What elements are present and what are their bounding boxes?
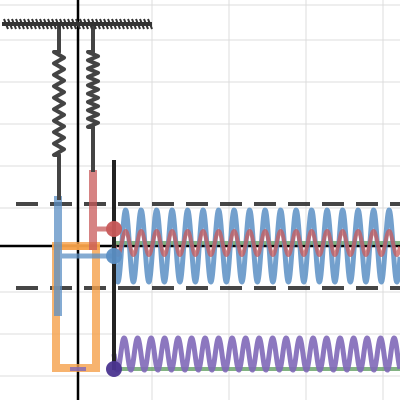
ceiling-hatch-icon xyxy=(23,18,29,30)
ceiling-hatch-icon xyxy=(87,18,93,30)
springs xyxy=(52,24,100,200)
ceiling-hatch-icon xyxy=(103,18,109,30)
ceiling-hatch-icon xyxy=(27,18,33,30)
red-mass-bar xyxy=(89,170,97,250)
ceiling-hatch-icon xyxy=(31,18,37,30)
amplitude-guide-lines xyxy=(16,202,400,290)
orange-container-top xyxy=(52,244,100,250)
ceiling-hatch-icon xyxy=(67,18,73,30)
ceiling-hatch-icon xyxy=(91,18,97,30)
ceiling-hatch-icon xyxy=(39,18,45,30)
ceiling-hatch-icon xyxy=(147,18,153,30)
ceiling-hatch-icon xyxy=(107,18,113,30)
ceiling-hatch-icon xyxy=(71,18,77,30)
ceiling-hatch-icon xyxy=(43,18,49,30)
ceiling-hatch-icon xyxy=(131,18,137,30)
ceiling-hatch-icon xyxy=(99,18,105,30)
ceiling-hatch-icon xyxy=(15,18,21,30)
ceiling-hatch-icon xyxy=(19,18,25,30)
ceiling-hatch-icon xyxy=(83,18,89,30)
ceiling-hatch-icon xyxy=(59,18,65,30)
spring-coil-icon xyxy=(86,24,100,172)
ceiling-hatch-icon xyxy=(135,18,141,30)
point-marker-icon[interactable] xyxy=(106,221,122,237)
ceiling-hatch-icon xyxy=(35,18,41,30)
point-marker-icon[interactable] xyxy=(106,361,122,377)
ceiling-hatch-icon xyxy=(143,18,149,30)
ceiling-hatch-icon xyxy=(111,18,117,30)
ceiling-hatch-icon xyxy=(123,18,129,30)
ceiling-hatch-icon xyxy=(11,18,17,30)
ceiling-hatch-icon xyxy=(95,18,101,30)
ceiling-hatch-icon xyxy=(3,18,9,30)
blue-mass-bar xyxy=(54,196,62,316)
ceiling-hatch-icon xyxy=(79,18,85,30)
ceiling-hatch-icon xyxy=(63,18,69,30)
ceiling-hatch-icon xyxy=(139,18,145,30)
ceiling-hatch-icon xyxy=(127,18,133,30)
draggable-points[interactable] xyxy=(106,221,122,377)
ceiling-hatch-icon xyxy=(75,18,81,30)
blue-displacement-wave xyxy=(111,207,400,285)
ceiling-hatch-icon xyxy=(115,18,121,30)
ceiling-support xyxy=(2,18,153,30)
purple-energy-wave xyxy=(111,335,400,373)
ceiling-hatch-icon xyxy=(51,18,57,30)
ceiling-hatch-icon xyxy=(47,18,53,30)
point-marker-icon[interactable] xyxy=(106,248,122,264)
waveform-plots xyxy=(111,207,400,373)
ceiling-hatch-icon xyxy=(119,18,125,30)
oscillator-bodies xyxy=(52,160,116,372)
red-velocity-wave xyxy=(112,229,400,257)
spring-coil-icon xyxy=(52,24,66,200)
ceiling-hatch-icon xyxy=(55,18,61,30)
ceiling-hatch-icon xyxy=(7,18,13,30)
